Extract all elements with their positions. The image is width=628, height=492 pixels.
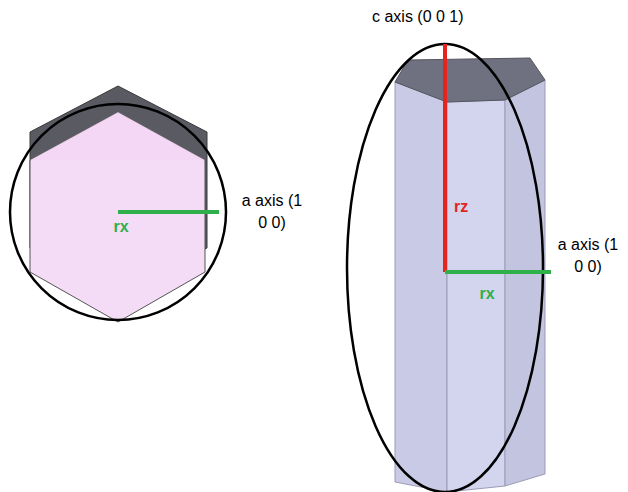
hexagon-shade: [30, 112, 205, 160]
axis-label: a axis (1 0 0): [240, 190, 304, 235]
axis-label: a axis (1 0 0): [556, 234, 620, 279]
prism-top-face: [395, 58, 545, 102]
axis-radius-label: rx: [472, 283, 502, 305]
ellipse-outline: [347, 44, 543, 492]
axis-radius-label: rx: [106, 216, 136, 238]
hexagon-face: [30, 112, 205, 322]
prism-front-face: [447, 100, 505, 492]
rx-axis-line: [445, 270, 551, 274]
circle-outline: [10, 104, 226, 320]
prism-left-face: [395, 82, 447, 492]
axis-radius-label: rz: [454, 196, 484, 218]
rx-axis-line: [118, 210, 219, 214]
rz-axis-line: [443, 44, 447, 272]
axis-label: c axis (0 0 1): [372, 6, 522, 28]
